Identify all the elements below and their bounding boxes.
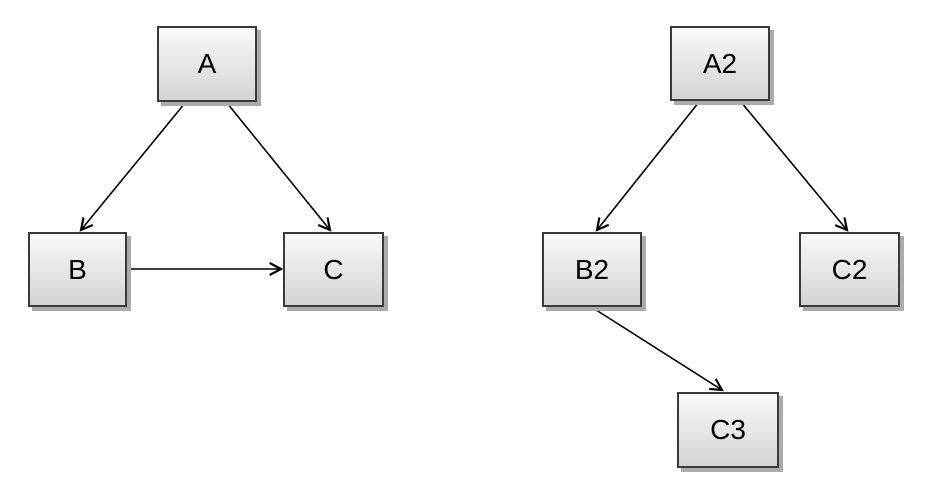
- edge-A2-to-C2: [740, 101, 849, 232]
- edge-A2-to-B2: [595, 101, 700, 232]
- node-label: A2: [702, 47, 738, 79]
- node-label: C: [323, 253, 344, 285]
- edges-group: [79, 101, 849, 392]
- node-B2: B2: [542, 232, 642, 307]
- node-A: A: [157, 26, 257, 102]
- node-C2: C2: [799, 232, 900, 307]
- node-A2: A2: [670, 26, 770, 101]
- node-B: B: [28, 232, 127, 307]
- node-C3: C3: [677, 392, 779, 468]
- node-label: C2: [831, 253, 868, 285]
- node-label: C3: [710, 414, 746, 445]
- node-label: B2: [574, 253, 610, 285]
- edge-A-to-B: [79, 102, 186, 232]
- node-label: A: [197, 48, 217, 79]
- node-label: B: [68, 253, 87, 285]
- edge-A-to-C: [226, 102, 332, 232]
- edge-B2-to-C3: [592, 307, 724, 392]
- node-C: C: [283, 232, 384, 307]
